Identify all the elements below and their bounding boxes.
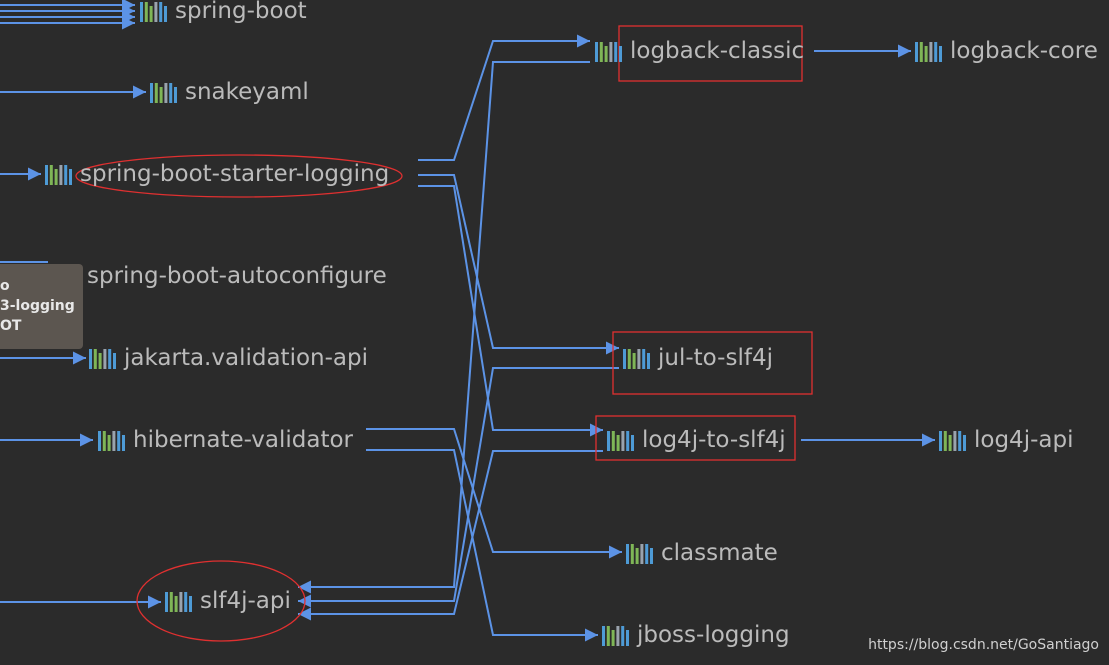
- node-label: log4j-to-slf4j: [642, 427, 786, 453]
- node-slf4j-api[interactable]: slf4j-api: [165, 586, 291, 616]
- node-log4j-to-slf4j[interactable]: log4j-to-slf4j: [607, 425, 786, 455]
- node-label: jul-to-slf4j: [658, 345, 773, 371]
- maven-library-icon: [89, 347, 118, 369]
- node-log4j-api[interactable]: log4j-api: [939, 425, 1073, 455]
- maven-library-icon: [165, 590, 194, 612]
- node-label: spring-boot-autoconfigure: [87, 263, 387, 289]
- maven-library-icon: [140, 0, 169, 22]
- edge-log4j-to-slf4j-to-slf4j-api: [298, 450, 603, 621]
- node-label: jakarta.validation-api: [124, 345, 368, 371]
- edge-starter-logging-to-jul-to-slf4j: [418, 174, 619, 355]
- maven-library-icon: [45, 163, 74, 185]
- tooltip-line: o: [0, 278, 10, 294]
- maven-library-icon: [623, 347, 652, 369]
- tooltip-line: 3-logging: [0, 298, 75, 314]
- node-label: slf4j-api: [200, 588, 291, 614]
- highlight-ellipse-slf4j-api: [136, 560, 306, 642]
- maven-library-icon: [150, 81, 179, 103]
- node-logback-core[interactable]: logback-core: [915, 36, 1098, 66]
- node-jul-to-slf4j[interactable]: jul-to-slf4j: [623, 343, 773, 373]
- node-label: log4j-api: [974, 427, 1074, 453]
- node-label: spring-boot: [175, 0, 307, 24]
- node-snakeyaml[interactable]: snakeyaml: [150, 77, 309, 107]
- node-tooltip: o 3-logging OT: [0, 264, 83, 349]
- node-jboss-logging[interactable]: jboss-logging: [602, 620, 790, 650]
- edge-hibernate-to-jboss-logging: [366, 449, 598, 642]
- node-label: hibernate-validator: [133, 427, 354, 453]
- tooltip-line: OT: [0, 318, 22, 334]
- maven-library-icon: [602, 624, 631, 646]
- edge-starter-logging-to-logback-classic: [418, 34, 590, 161]
- maven-library-icon: [595, 40, 624, 62]
- node-hibernate-validator[interactable]: hibernate-validator: [98, 425, 353, 455]
- node-classmate[interactable]: classmate: [626, 538, 778, 568]
- maven-library-icon: [98, 429, 127, 451]
- node-jakarta-validation-api[interactable]: jakarta.validation-api: [89, 343, 368, 373]
- node-spring-boot-autoconfigure[interactable]: spring-boot-autoconfigure: [52, 261, 387, 291]
- node-spring-boot[interactable]: spring-boot: [140, 0, 307, 26]
- edge-logback-classic-to-slf4j-api: [298, 61, 590, 594]
- node-label: classmate: [661, 540, 778, 566]
- node-label: jboss-logging: [637, 622, 790, 648]
- node-label: spring-boot-starter-logging: [80, 161, 390, 187]
- maven-library-icon: [626, 542, 655, 564]
- highlight-box-jul-to-slf4j: [612, 331, 813, 395]
- edge-starter-logging-to-log4j-to-slf4j: [418, 185, 603, 437]
- node-spring-boot-starter-logging[interactable]: spring-boot-starter-logging: [45, 159, 389, 189]
- maven-library-icon: [607, 429, 636, 451]
- watermark: https://blog.csdn.net/GoSantiago: [868, 637, 1099, 653]
- node-label: logback-classic: [630, 38, 805, 64]
- node-logback-classic[interactable]: logback-classic: [595, 36, 804, 66]
- maven-library-icon: [915, 40, 944, 62]
- edge-jul-to-slf4j-to-slf4j-api: [298, 367, 619, 608]
- node-label: logback-core: [950, 38, 1098, 64]
- maven-library-icon: [939, 429, 968, 451]
- node-label: snakeyaml: [185, 79, 309, 105]
- edge-hibernate-to-classmate: [366, 428, 622, 559]
- highlight-ellipse-starter-logging: [75, 154, 403, 198]
- highlight-box-log4j-to-slf4j: [595, 415, 796, 461]
